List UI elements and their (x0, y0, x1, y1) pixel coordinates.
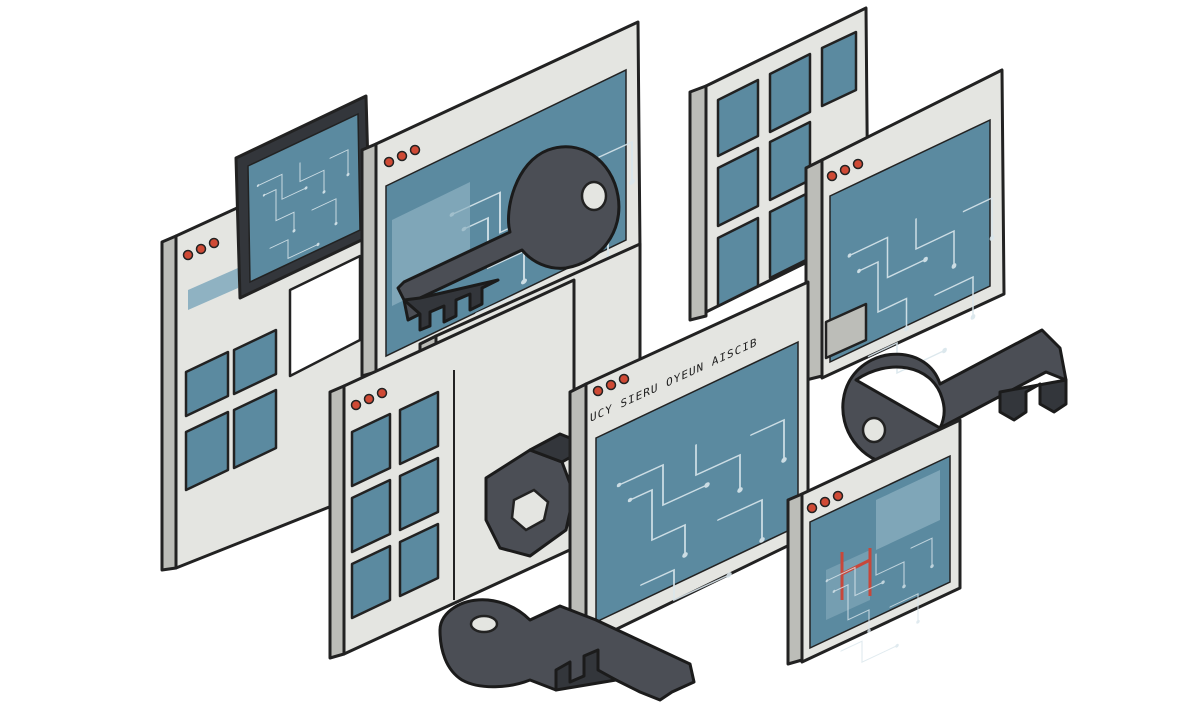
tile-grid (184, 328, 278, 492)
traffic-lights-icon (383, 144, 421, 168)
traffic-lights-icon (350, 387, 388, 411)
traffic-lights-icon (592, 373, 630, 397)
key-icon (438, 598, 696, 702)
header-bar (188, 268, 238, 310)
bottom-right-small-window (786, 418, 962, 682)
panel-grid (716, 30, 858, 308)
lower-left-grid-window (328, 278, 576, 660)
key-icon (396, 145, 621, 332)
traffic-lights-icon (806, 490, 844, 514)
right-circuit-window (804, 68, 1006, 400)
top-small-monitor (234, 94, 372, 300)
tile-grid (350, 390, 440, 620)
center-circuit-window: UCY SIERU OYEUN AISCIB (568, 280, 810, 656)
traffic-lights-icon (182, 237, 220, 261)
traffic-lights-icon (826, 158, 864, 182)
key-icon (841, 328, 1068, 466)
key-icon (484, 432, 592, 558)
blank-card (288, 254, 362, 378)
